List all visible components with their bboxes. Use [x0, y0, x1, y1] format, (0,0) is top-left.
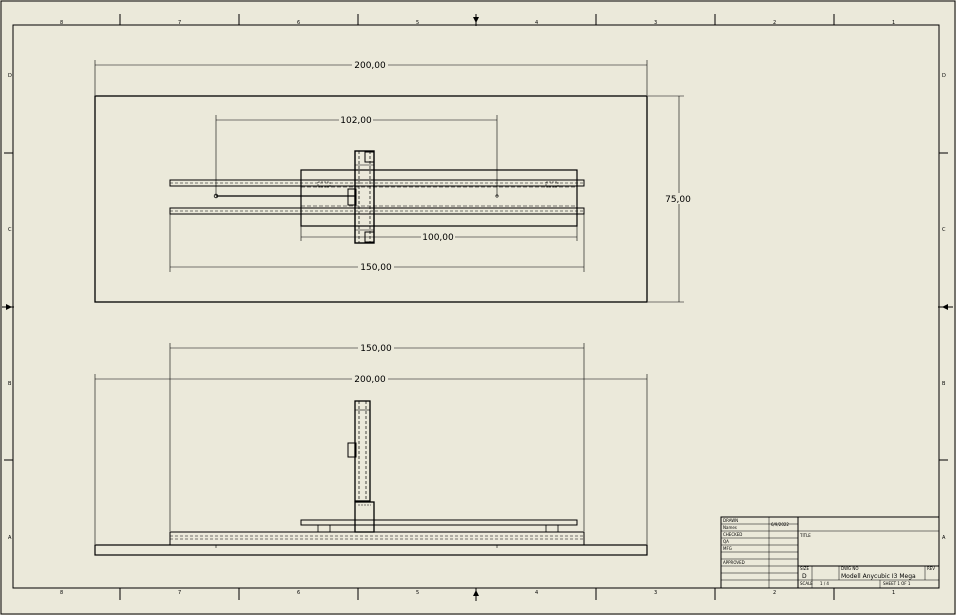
zone-row-label: A [942, 535, 946, 541]
zone-col-label: 8 [60, 590, 63, 596]
tb-title-label: TITLE [799, 533, 811, 538]
tb-scale-value: 1 / 4 [820, 581, 829, 586]
zone-labels: 8 7 6 5 4 3 2 1 8 7 6 5 4 3 2 1 D C B A … [8, 20, 946, 596]
front-view-base-plate [94, 544, 648, 556]
zone-row-label: C [8, 227, 12, 233]
dim-top-overall-width: 200,00 [354, 61, 386, 71]
tb-rev-label: REV [927, 566, 935, 571]
zone-col-label: 4 [535, 590, 538, 596]
front-view-column [354, 400, 371, 502]
zone-col-label: 4 [535, 20, 538, 26]
zone-row-label: B [8, 381, 12, 387]
dim-top-rail-length: 150,00 [360, 263, 392, 273]
tb-mfg-label: MFG [723, 546, 732, 551]
tb-size-label: SIZE [800, 566, 809, 571]
zone-col-label: 5 [416, 20, 419, 26]
zone-col-label: 1 [892, 20, 895, 26]
zone-col-label: 7 [178, 20, 181, 26]
zone-ticks [4, 14, 948, 600]
zone-col-label: 3 [654, 590, 657, 596]
zone-col-label: 8 [60, 20, 63, 26]
top-view [94, 95, 648, 303]
zone-col-label: 2 [773, 20, 776, 26]
top-view-column [354, 150, 375, 244]
center-arrow-marks [2, 14, 953, 601]
title-block [720, 516, 940, 589]
tb-sheet-value: SHEET 1 OF 1 [883, 581, 911, 586]
zone-col-label: 6 [297, 590, 300, 596]
zone-col-label: 7 [178, 590, 181, 596]
zone-row-label: D [942, 73, 946, 79]
zone-row-label: C [942, 227, 946, 233]
tb-dwg-label: DWG NO [841, 566, 859, 571]
dim-top-slide-length: 100,00 [422, 233, 454, 243]
dim-top-height: 75,00 [665, 195, 691, 205]
zone-col-label: 2 [773, 590, 776, 596]
zone-row-label: B [942, 381, 946, 387]
dim-front-rail-length: 150,00 [360, 344, 392, 354]
zone-row-label: D [8, 73, 12, 79]
tb-drawn-label: DRAWN [723, 518, 738, 523]
tb-name-label: Names [723, 525, 737, 530]
tb-checked-label: CHECKED [723, 532, 742, 537]
frame-border [12, 24, 940, 589]
front-view [94, 400, 648, 556]
tb-dwg-value: Modell Anycubic I3 Mega [841, 573, 916, 580]
zone-col-label: 5 [416, 590, 419, 596]
tb-date: 6/9/2022 [771, 522, 789, 527]
tb-scale-label: SCALE [800, 581, 813, 586]
zone-row-label: A [8, 535, 12, 541]
top-view-base-plate [94, 95, 648, 303]
dim-top-inner-span: 102,00 [340, 116, 372, 126]
tb-qa-label: QA [723, 539, 729, 544]
top-view-carriage [300, 169, 578, 227]
tb-approved-label: APPROVED [723, 560, 745, 565]
zone-col-label: 1 [892, 590, 895, 596]
tb-size-value: D [802, 573, 807, 580]
zone-col-label: 6 [297, 20, 300, 26]
front-view-rail [169, 531, 585, 546]
front-view-carriage [300, 519, 578, 526]
zone-col-label: 3 [654, 20, 657, 26]
dim-front-overall-width: 200,00 [354, 375, 386, 385]
front-view-column-base [354, 501, 375, 533]
